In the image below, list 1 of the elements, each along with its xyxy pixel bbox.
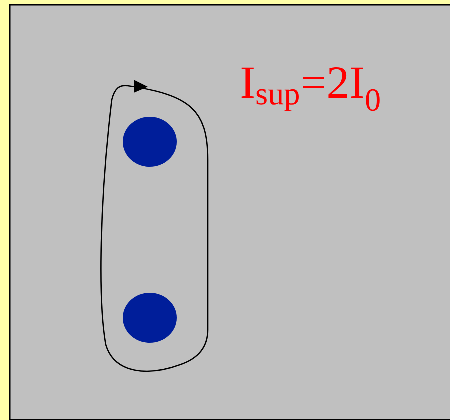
formula-label: I$_{sup}$=2I$_{0}$ [242,68,380,112]
